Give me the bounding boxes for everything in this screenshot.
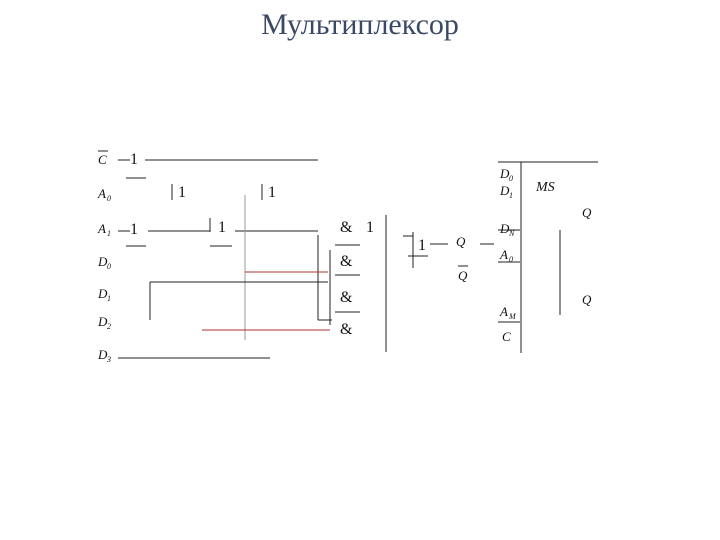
and-gate-2-label: &	[340, 253, 353, 270]
input-d1-index: 1	[107, 294, 111, 303]
ms-dn-label: D	[499, 221, 510, 236]
input-c-label: C	[98, 152, 107, 167]
ms-d1-index: 1	[509, 191, 513, 200]
ms-q-top-label: Q	[582, 205, 592, 220]
ms-block: D 0 D 1 MS D N A 0 A M C Q Q	[499, 166, 592, 344]
ms-d0-label: D	[499, 166, 510, 181]
ms-d0-index: 0	[509, 174, 513, 183]
latch-q-label: Q	[456, 234, 466, 249]
not-gate-a1-label: 1	[130, 221, 138, 238]
ms-a0-index: 0	[509, 255, 513, 264]
input-d2-index: 2	[107, 322, 111, 331]
ms-am-index: M	[508, 312, 517, 321]
not-gate-c-label: 1	[130, 151, 138, 168]
wires	[118, 159, 598, 359]
input-d2-label: D	[97, 314, 108, 329]
or-gate-label: 1	[366, 219, 374, 236]
not-gate-a1b-label: 1	[218, 219, 226, 236]
input-a1-index: 1	[107, 229, 111, 238]
page-title: Мультиплексор	[261, 8, 459, 41]
ms-dn-index: N	[508, 229, 515, 238]
gate-labels: 1 1 1 1 1 & & & & 1 1	[130, 151, 426, 338]
ms-a0-label: A	[499, 247, 508, 262]
input-labels: C A 0 A 1 D 0 D 1 D 2 D 3	[97, 150, 111, 364]
not-gate-a0b-label: 1	[268, 184, 276, 201]
and-gate-1-label: &	[340, 219, 353, 236]
input-d0-index: 0	[107, 262, 111, 271]
latch-qbar-label: Q	[458, 268, 468, 283]
ms-q-bottom-label: Q	[582, 292, 592, 307]
ms-type-label: MS	[535, 180, 555, 195]
input-d1-label: D	[97, 286, 108, 301]
not-gate-a0-label: 1	[178, 184, 186, 201]
ms-c-label: C	[502, 329, 511, 344]
and-gate-4-label: &	[340, 321, 353, 338]
input-d3-index: 3	[106, 355, 111, 364]
input-d0-label: D	[97, 254, 108, 269]
and-gate-3-label: &	[340, 289, 353, 306]
accent-wires	[202, 271, 330, 331]
ms-am-label: A	[499, 304, 508, 319]
latch-outputs: Q Q	[456, 234, 468, 283]
input-a0-index: 0	[107, 194, 111, 203]
input-a0-label: A	[97, 186, 106, 201]
latch-gate-label: 1	[418, 237, 426, 254]
input-a1-label: A	[97, 221, 106, 236]
ms-d1-label: D	[499, 183, 510, 198]
input-d3-label: D	[97, 347, 108, 362]
